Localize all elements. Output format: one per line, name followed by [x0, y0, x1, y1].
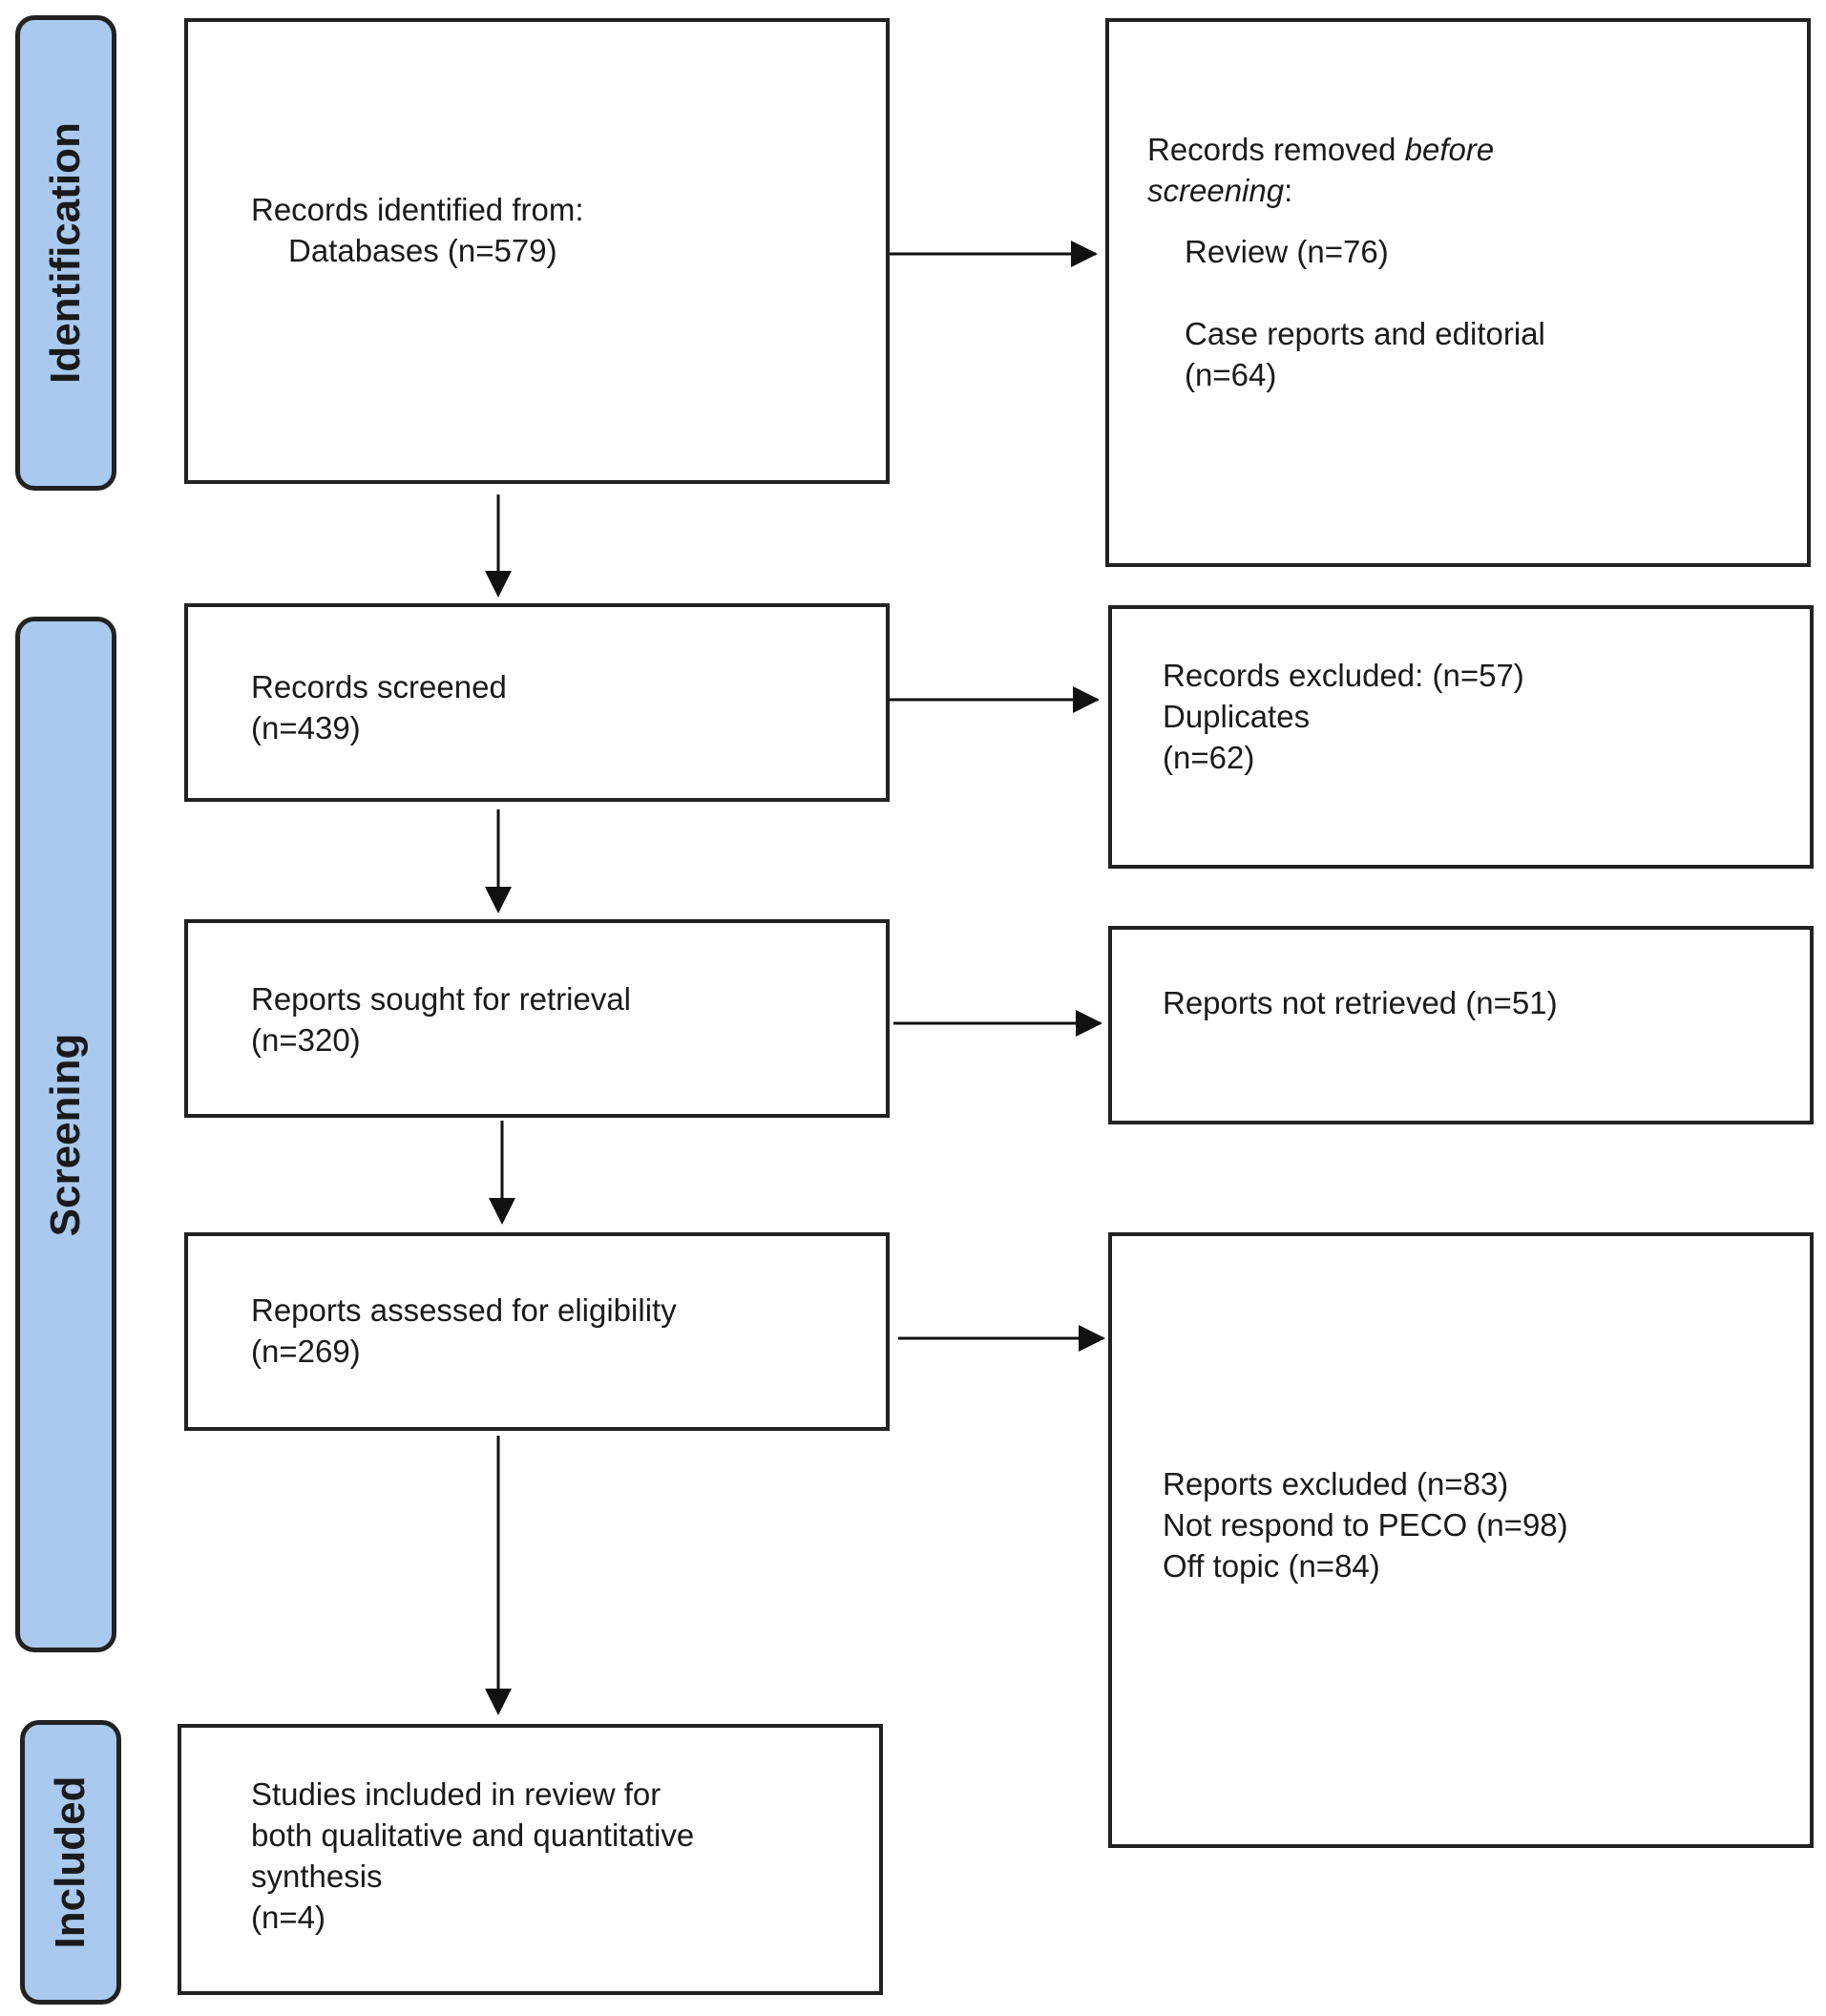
duplicates-label: Duplicates — [1163, 699, 1311, 734]
not-respond-peco-count: Not respond to PECO (n=98) — [1163, 1507, 1568, 1543]
arrowhead-3 — [1076, 1010, 1102, 1037]
records-screened-count: (n=439) — [251, 710, 361, 746]
phase-screening: Screening — [15, 617, 116, 1652]
records-screened-box: Records screened (n=439) — [184, 603, 890, 802]
case-reports-count: (n=64) — [1185, 357, 1277, 392]
studies-included-box: Studies included in review for both qual… — [178, 1724, 883, 1995]
records-removed-heading-2: screening: — [1147, 173, 1293, 208]
reports-excluded-box: Reports excluded (n=83) Not respond to P… — [1108, 1232, 1814, 1848]
arrowhead-2 — [1073, 686, 1100, 713]
studies-included-line-3: synthesis — [251, 1858, 383, 1894]
reports-not-retrieved-box: Reports not retrieved (n=51) — [1108, 926, 1814, 1124]
reports-sought-box: Reports sought for retrieval (n=320) — [184, 919, 890, 1118]
databases-count: Databases (n=579) — [288, 233, 557, 268]
records-removed-heading-1: Records removed before — [1147, 132, 1495, 167]
reports-assessed-label: Reports assessed for eligibility — [251, 1292, 677, 1328]
reports-not-retrieved-label: Reports not retrieved (n=51) — [1163, 985, 1558, 1020]
arrowhead-6 — [485, 887, 512, 914]
phase-included: Included — [20, 1720, 121, 2005]
case-reports-label: Case reports and editorial — [1185, 316, 1545, 351]
studies-included-line-2: both qualitative and quantitative — [251, 1817, 695, 1853]
records-removed-box: Records removed before screening: Review… — [1105, 18, 1811, 567]
arrowhead-4 — [1079, 1325, 1105, 1352]
records-identified-box: Records identified from: Databases (n=57… — [184, 18, 890, 484]
arrowhead-7 — [489, 1198, 515, 1225]
studies-included-count: (n=4) — [251, 1900, 325, 1935]
studies-included-line-1: Studies included in review for — [251, 1776, 661, 1812]
reports-sought-count: (n=320) — [251, 1022, 361, 1058]
records-identified-label: Records identified from: — [251, 192, 584, 227]
review-count: Review (n=76) — [1185, 234, 1389, 269]
phase-identification: Identification — [15, 15, 116, 491]
reports-sought-label: Reports sought for retrieval — [251, 981, 632, 1017]
records-screened-label: Records screened — [251, 669, 507, 704]
records-excluded-box: Records excluded: (n=57) Duplicates (n=6… — [1108, 605, 1814, 869]
reports-excluded-label: Reports excluded (n=83) — [1163, 1466, 1509, 1502]
arrowhead-5 — [485, 571, 512, 598]
reports-assessed-box: Reports assessed for eligibility (n=269) — [184, 1232, 890, 1431]
arrowhead-8 — [485, 1689, 512, 1715]
off-topic-count: Off topic (n=84) — [1163, 1548, 1380, 1584]
records-excluded-label: Records excluded: (n=57) — [1163, 658, 1524, 693]
duplicates-count: (n=62) — [1163, 740, 1255, 775]
reports-assessed-count: (n=269) — [251, 1334, 361, 1369]
arrowhead-1 — [1071, 241, 1098, 267]
